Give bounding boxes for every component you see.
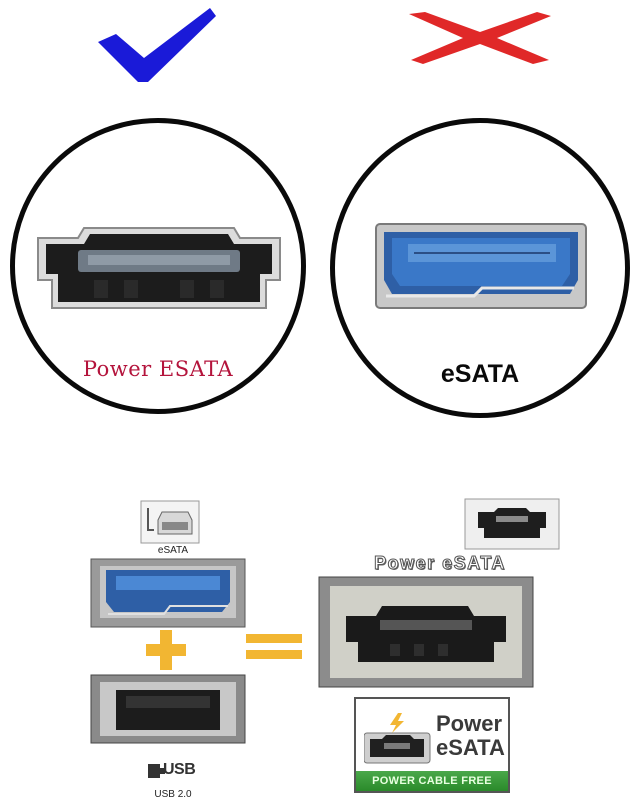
- badge-port-icon: [364, 713, 431, 764]
- esata-icon-label: eSATA: [157, 545, 189, 556]
- power-esata-badge: Power eSATA POWER CABLE FREE: [354, 697, 510, 793]
- esata-drive-icon: [140, 500, 200, 544]
- check-mark-icon: [98, 8, 216, 82]
- cross-mark-icon: [409, 12, 551, 64]
- usb-icon: [148, 764, 165, 778]
- esata-label: eSATA: [440, 360, 520, 388]
- esata-port-image: [375, 223, 587, 309]
- usb-2-label: USB 2.0: [154, 789, 192, 800]
- power-esata-label: Power ESATA: [82, 357, 234, 381]
- usb-icon-text: USB: [163, 761, 196, 778]
- power-esata-thumbnail: [464, 498, 560, 550]
- badge-power-text: Power: [436, 711, 503, 736]
- plus-icon: [146, 630, 186, 670]
- equals-icon: [246, 634, 302, 659]
- power-cable-free-band: POWER CABLE FREE: [356, 771, 508, 791]
- lightning-icon: [390, 713, 404, 733]
- badge-esata-text: eSATA: [436, 735, 505, 760]
- power-esata-port-image: [37, 227, 281, 309]
- panel-esata-port: [90, 558, 246, 628]
- panel-power-esata-port: [318, 576, 534, 688]
- panel-usb-port: [90, 674, 246, 744]
- panel-power-esata-title: Power eSATA: [374, 553, 506, 574]
